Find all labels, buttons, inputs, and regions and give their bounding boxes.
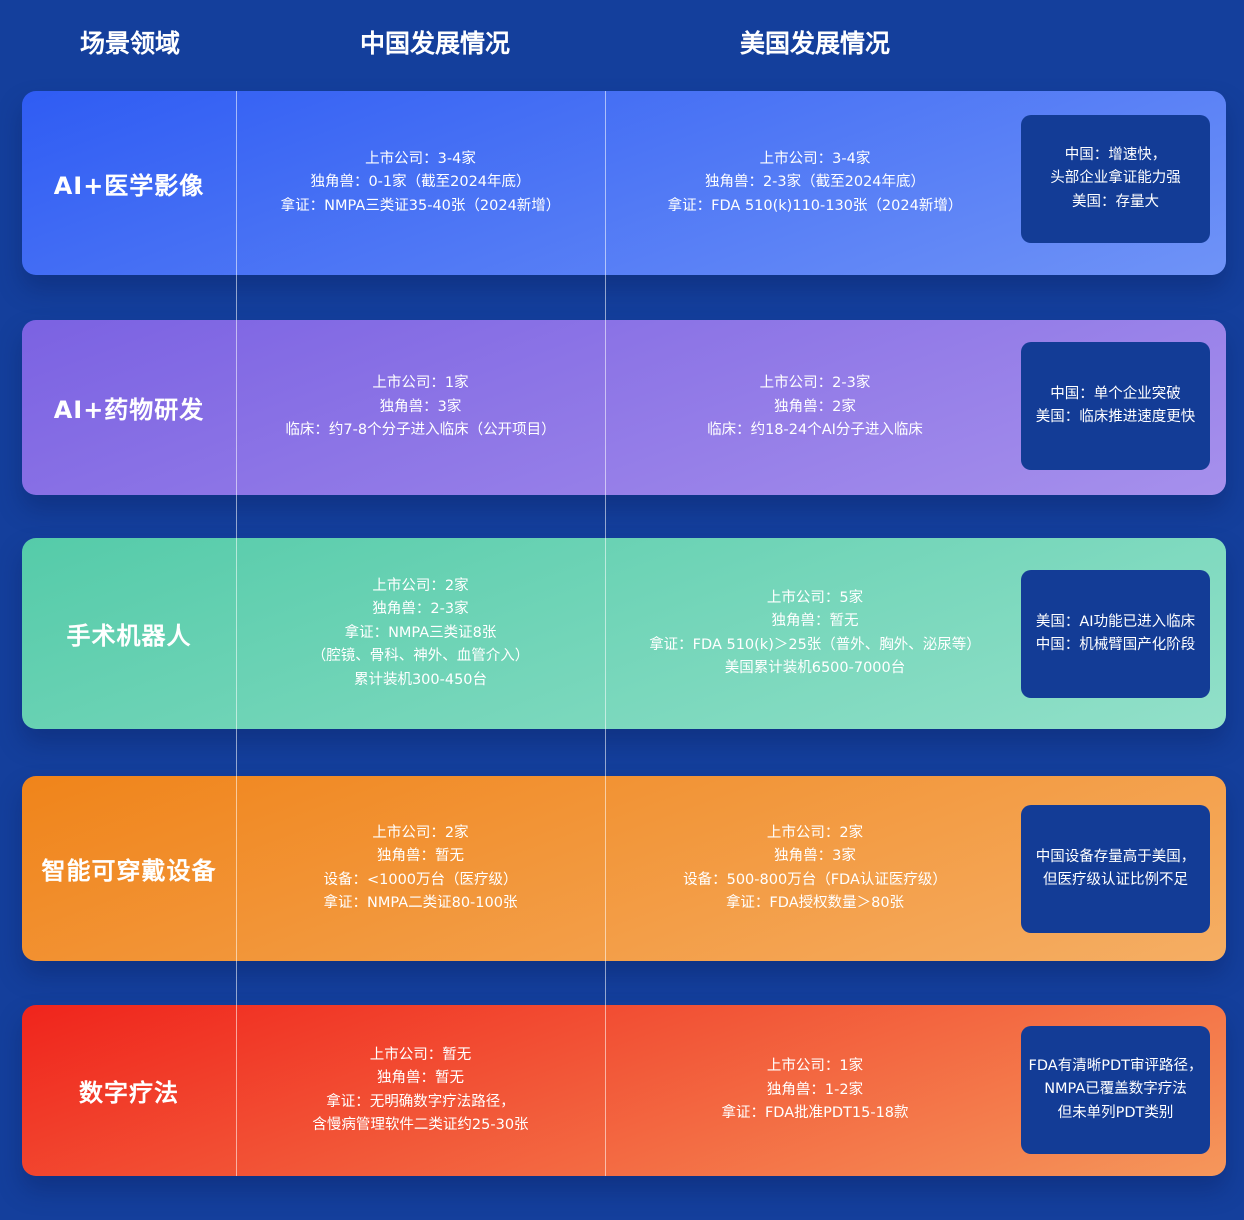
- line-text: 设备：500-800万台（FDA认证医疗级）: [683, 871, 947, 888]
- line-text: 独角兽：1-2家: [766, 1081, 864, 1098]
- usa-cell: 上市公司：2家独角兽：3家设备：500-800万台（FDA认证医疗级） 拿证：FD…: [605, 776, 1025, 961]
- line-text: 拿证：FDA 510(k)＞25张（普外、胸外、泌尿等）: [649, 636, 981, 653]
- line-text: 独角兽：3家: [379, 398, 462, 415]
- line-text: 含慢病管理软件二类证约25-30张: [312, 1117, 529, 1133]
- line-text: 上市公司：2家: [766, 824, 864, 841]
- china-cell: 上市公司：3-4家独角兽：0-1家（截至2024年底） 拿证：NMPA三类证35-…: [236, 91, 605, 275]
- comparison-note: 中国：增速快， 头部企业拿证能力强美国：存量大: [1021, 115, 1210, 243]
- line-text: 上市公司：5家: [766, 589, 864, 606]
- table-row: AI+药物研发 上市公司：1家独角兽：3家临床：约7-8个分子进入临床（公开项目）…: [22, 320, 1226, 495]
- usa-cell: 上市公司：2-3家独角兽：2家临床：约18-24个AI分子进入临床: [605, 320, 1025, 495]
- line-text: 但医疗级认证比例不足: [1043, 872, 1188, 888]
- row-label: AI+医学影像: [53, 171, 205, 200]
- usa-cell: 上市公司：3-4家独角兽：2-3家（截至2024年底） 拿证：FDA 510(k)…: [605, 91, 1025, 275]
- line-text: 独角兽：2家: [774, 398, 856, 415]
- line-text: 美国累计装机6500-7000台: [724, 660, 906, 676]
- column-divider: [236, 91, 237, 1176]
- row-label: 数字疗法: [79, 1079, 179, 1107]
- comparison-note: FDA有清晰PDT审评路径， NMPA已覆盖数字疗法但未单列PDT类别: [1021, 1026, 1210, 1154]
- line-text: 独角兽：2-3家: [372, 601, 469, 618]
- header-china: 中国发展情况: [359, 29, 510, 58]
- comparison-note: 中国：单个企业突破美国：临床推进速度更快: [1021, 342, 1210, 470]
- line-text: 上市公司：1家: [766, 1058, 864, 1075]
- table-row: 数字疗法 上市公司：暂无独角兽：暂无拿证：无明确数字疗法路径， 含慢病管理软件二类证…: [22, 1005, 1226, 1176]
- line-text: 独角兽：2-3家（截至2024年底）: [704, 174, 926, 191]
- line-text: NMPA已覆盖数字疗法: [1044, 1081, 1187, 1098]
- line-text: 头部企业拿证能力强: [1050, 170, 1181, 187]
- column-divider: [605, 91, 606, 1176]
- line-text: 上市公司：1家: [372, 375, 469, 392]
- line-text: 累计装机300-450台: [353, 671, 488, 688]
- line-text: 美国：临床推进速度更快: [1035, 409, 1196, 425]
- line-text: 中国设备存量高于美国，: [1035, 848, 1196, 865]
- line-text: 独角兽：0-1家（截至2024年底）: [310, 174, 531, 191]
- usa-cell: 上市公司：5家独角兽：暂无拿证：FDA 510(k)＞25张（普外、胸外、泌尿等…: [605, 538, 1025, 729]
- row-label: AI+药物研发: [53, 396, 205, 424]
- line-text: 拿证：无明确数字疗法路径，: [326, 1093, 515, 1110]
- line-text: 上市公司：3-4家: [759, 150, 871, 167]
- line-text: 中国：机械臂国产化阶段: [1035, 637, 1196, 653]
- line-text: 中国：单个企业突破: [1050, 385, 1181, 402]
- line-text: 上市公司：2家: [372, 577, 469, 594]
- line-text: 但未单列PDT类别: [1057, 1104, 1174, 1121]
- line-text: 拿证：NMPA三类证35-40张（2024新增）: [280, 197, 561, 214]
- line-text: 临床：约7-8个分子进入临床（公开项目）: [285, 422, 556, 439]
- line-text: 上市公司：3-4家: [365, 150, 476, 167]
- table-row: AI+医学影像 上市公司：3-4家独角兽：0-1家（截至2024年底） 拿证：NMP…: [22, 91, 1226, 275]
- table-row: 智能可穿戴设备上市公司：2家独角兽：暂无设备：<1000万台（医疗级）拿证：NM…: [22, 776, 1226, 961]
- line-text: （腔镜、骨科、神外、血管介入）: [311, 648, 530, 665]
- china-cell: 上市公司：1家独角兽：3家临床：约7-8个分子进入临床（公开项目）: [236, 320, 605, 495]
- line-text: 上市公司：2家: [372, 824, 469, 841]
- header-usa: 美国发展情况: [739, 29, 890, 58]
- line-text: 设备：<1000万台（医疗级）: [323, 871, 518, 888]
- china-cell: 上市公司：暂无独角兽：暂无拿证：无明确数字疗法路径， 含慢病管理软件二类证约25-…: [236, 1005, 605, 1176]
- table-row: 手术机器人 上市公司：2家独角兽：2-3家拿证：NMPA三类证8张 （腔镜、骨科、神…: [22, 538, 1226, 729]
- line-text: 拿证：NMPA二类证80-100张: [323, 895, 518, 911]
- row-label: 手术机器人: [66, 622, 192, 650]
- line-text: 上市公司：2-3家: [759, 375, 871, 392]
- line-text: 独角兽：暂无: [771, 613, 859, 629]
- line-text: 拿证：FDA授权数量＞80张: [725, 895, 905, 911]
- line-text: 拿证：FDA 510(k)110-130张（2024新增）: [667, 197, 963, 214]
- line-text: 拿证：FDA批准PDT15-18款: [721, 1105, 909, 1122]
- comparison-note: 美国：AI功能已进入临床中国：机械臂国产化阶段: [1021, 570, 1210, 698]
- line-text: 美国：存量大: [1072, 193, 1159, 210]
- line-text: FDA有清晰PDT审评路径，: [1028, 1057, 1203, 1074]
- line-text: 中国：增速快，: [1064, 146, 1167, 163]
- header-domain: 场景领域: [79, 29, 180, 58]
- line-text: 独角兽：暂无: [377, 848, 464, 864]
- usa-cell: 上市公司：1家独角兽：1-2家拿证：FDA批准PDT15-18款: [605, 1005, 1025, 1176]
- line-text: 拿证：NMPA三类证8张: [344, 624, 497, 641]
- line-text: 临床：约18-24个AI分子进入临床: [707, 422, 923, 439]
- china-cell: 上市公司：2家独角兽：2-3家拿证：NMPA三类证8张 （腔镜、骨科、神外、血管介…: [236, 538, 605, 729]
- row-label: 智能可穿戴设备: [41, 857, 217, 885]
- line-text: 独角兽：3家: [774, 848, 856, 864]
- line-text: 上市公司：暂无: [369, 1046, 472, 1063]
- line-text: 独角兽：暂无: [377, 1070, 464, 1086]
- china-cell: 上市公司：2家独角兽：暂无设备：<1000万台（医疗级） 拿证：NMPA二类证80…: [236, 776, 605, 961]
- line-text: 美国：AI功能已进入临床: [1035, 613, 1196, 630]
- comparison-note: 中国设备存量高于美国， 但医疗级认证比例不足: [1021, 805, 1210, 933]
